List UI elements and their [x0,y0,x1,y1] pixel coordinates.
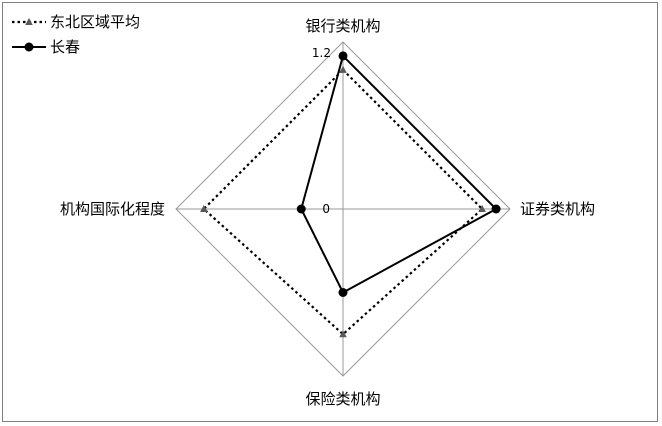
legend-item: 东北区域平均 [12,13,140,31]
series-marker-triangle [478,204,486,213]
series-marker-circle [338,51,348,61]
axis-label: 证券类机构 [520,200,595,218]
chart-frame [2,2,658,422]
axis-label: 机构国际化程度 [60,200,165,218]
legend-label: 长春 [50,38,80,56]
series-group [296,51,501,297]
tick-label-min: 0 [322,202,330,216]
series-group [200,65,486,338]
axis-label: 银行类机构 [305,17,380,35]
axis-label: 保险类机构 [305,390,380,408]
radar-series [200,51,501,338]
series-marker-triangle [339,330,347,338]
series-line [300,53,498,294]
legend-item: 长春 [12,38,80,56]
tick-label-max: 1.2 [312,46,331,60]
series-marker-circle [296,204,306,214]
series-marker-triangle [25,17,33,26]
series-marker-circle [24,42,34,52]
series-marker-triangle [339,65,347,73]
series-marker-circle [338,288,348,297]
legend-label: 东北区域平均 [50,13,140,31]
series-marker-circle [491,204,501,214]
series-marker-triangle [200,204,208,213]
radar-grid [175,41,511,377]
